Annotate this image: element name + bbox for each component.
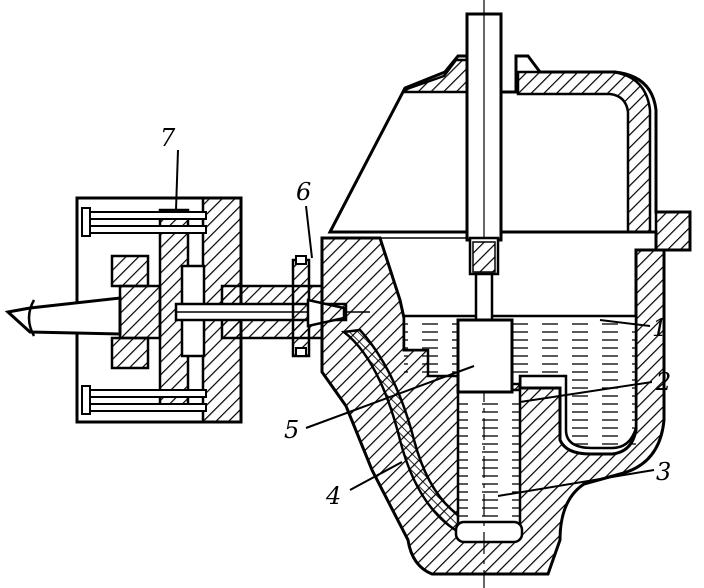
callout-1: 1 [652, 314, 667, 342]
callout-2: 2 [655, 368, 671, 396]
piston-lower [110, 336, 150, 370]
callout-5: 5 [284, 416, 299, 444]
callout-7: 7 [160, 124, 176, 152]
needle-valve [456, 318, 514, 394]
pump-bolts [81, 207, 207, 415]
leader-lines [175, 149, 655, 497]
tube-flange [291, 258, 311, 358]
callout-3: 3 [656, 458, 671, 486]
callout-4: 4 [325, 482, 341, 510]
input-shaft [4, 296, 122, 336]
jet-plug [454, 520, 524, 544]
callout-labels: 7 6 1 2 3 4 5 [160, 124, 671, 510]
jet-well [454, 388, 524, 544]
needle-assembly [456, 0, 514, 588]
piston-core [118, 284, 162, 340]
piston-upper [110, 254, 150, 288]
callout-6: 6 [296, 178, 311, 206]
